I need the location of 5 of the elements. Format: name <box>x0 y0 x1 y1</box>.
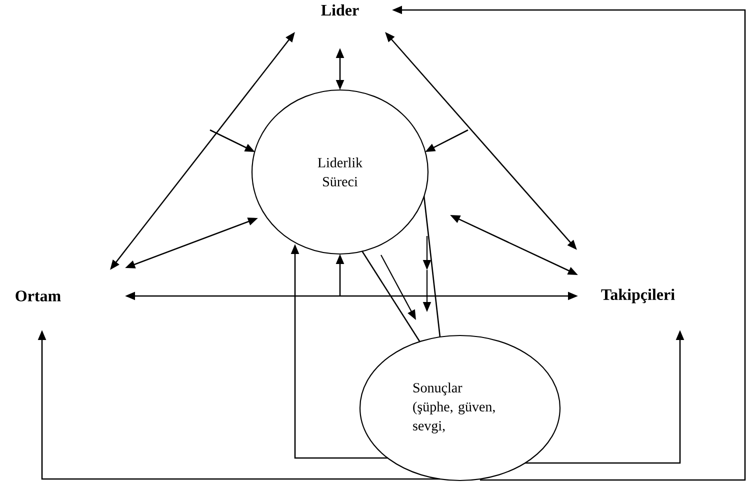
connector-line <box>423 196 441 338</box>
connector-line <box>361 250 421 342</box>
node-label: Lider <box>321 4 359 16</box>
node-label: Takipçileri <box>601 288 675 304</box>
node-label: Ortam <box>16 290 61 302</box>
